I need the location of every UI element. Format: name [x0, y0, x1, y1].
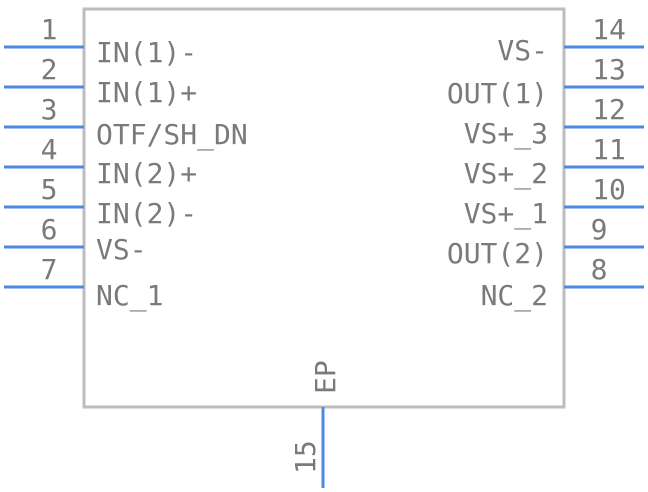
left-pin-3: 3 OTF/SH_DN — [4, 93, 248, 152]
left-pin-7: 7 NC_1 — [4, 253, 163, 313]
left-pin-6: 6 VS- — [4, 213, 147, 266]
pin-label: IN(2)+ — [96, 157, 197, 190]
right-pin-11: 11 VS+_2 — [464, 133, 644, 191]
pin-label: VS+_3 — [464, 117, 548, 151]
pin-number: 12 — [592, 93, 626, 126]
right-pin-10: 10 VS+_1 — [464, 173, 644, 231]
right-pin-12: 12 VS+_3 — [464, 93, 644, 151]
pin-number: 7 — [41, 253, 58, 286]
component-body — [82, 7, 566, 409]
pin-number: 8 — [591, 253, 608, 286]
right-pin-9: 9 OUT(2) — [447, 213, 644, 270]
pin-label: NC_1 — [96, 279, 163, 313]
pin-number: 4 — [41, 133, 58, 166]
bottom-pin-15: EP 15 — [289, 360, 342, 488]
pin-number: 14 — [592, 13, 626, 46]
right-pin-14: 14 VS- — [497, 13, 644, 67]
pin-label: OUT(1) — [447, 77, 548, 110]
pin-label: NC_2 — [481, 279, 548, 313]
left-pin-4: 4 IN(2)+ — [4, 133, 197, 190]
pin-label: EP — [309, 360, 342, 394]
pin-number: 15 — [289, 440, 322, 474]
pin-number: 5 — [41, 173, 58, 206]
pin-label: VS- — [96, 233, 147, 266]
pin-label: IN(1)- — [96, 36, 197, 69]
pin-number: 9 — [591, 213, 608, 246]
left-pin-2: 2 IN(1)+ — [4, 53, 197, 109]
pin-label: VS+_1 — [464, 197, 548, 231]
pin-label: VS- — [497, 34, 548, 67]
pin-label: VS+_2 — [464, 157, 548, 191]
pin-number: 6 — [41, 213, 58, 246]
pin-number: 11 — [592, 133, 626, 166]
pin-number: 1 — [41, 13, 58, 46]
pin-label: OTF/SH_DN — [96, 118, 248, 152]
left-pin-5: 5 IN(2)- — [4, 173, 197, 230]
pin-label: OUT(2) — [447, 237, 548, 270]
pin-label: IN(1)+ — [96, 76, 197, 109]
right-pin-13: 13 OUT(1) — [447, 53, 644, 110]
left-pin-1: 1 IN(1)- — [4, 13, 197, 69]
pin-number: 10 — [592, 173, 626, 206]
pin-number: 13 — [592, 53, 626, 86]
right-pin-8: 8 NC_2 — [481, 253, 644, 313]
pin-label: IN(2)- — [96, 197, 197, 230]
pin-number: 2 — [41, 53, 58, 86]
pin-number: 3 — [41, 93, 58, 126]
